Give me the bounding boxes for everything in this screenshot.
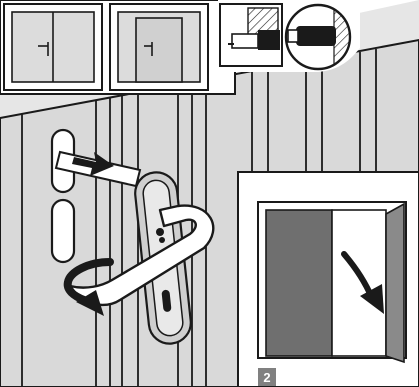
step-number-text: 2 xyxy=(263,370,270,385)
bolt-in-frame-icon xyxy=(220,4,282,66)
single-door-icon xyxy=(110,4,208,90)
opening-door-leaf xyxy=(386,204,404,362)
step-number-badge: 2 xyxy=(258,368,276,386)
lower-lock-slot xyxy=(52,200,74,262)
fixed-door-leaf xyxy=(266,210,332,356)
double-door-icon xyxy=(4,4,102,90)
door-opening-inset: 2 xyxy=(238,172,419,387)
door-type-panel xyxy=(0,0,235,94)
